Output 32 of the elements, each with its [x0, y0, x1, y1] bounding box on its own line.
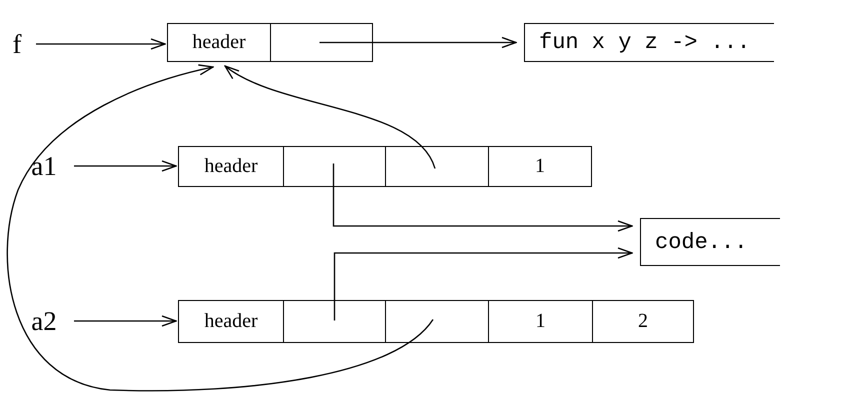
- cell-text: header: [204, 155, 258, 178]
- memory-cell: [488, 300, 593, 343]
- pointer-arrow: [6, 64, 434, 392]
- memory-cell: [385, 300, 489, 343]
- memory-cell: [488, 146, 592, 187]
- cell-text: 1: [535, 155, 545, 178]
- cell-text: header: [204, 310, 258, 333]
- memory-cell: [178, 146, 284, 187]
- memory-cell: [283, 146, 386, 187]
- pointer-arrow: [74, 160, 177, 172]
- variable-label: f: [12, 28, 22, 60]
- pointer-arrow: [332, 164, 633, 232]
- memory-cell: [283, 300, 386, 343]
- cell-text: fun x y z -> ...: [539, 30, 750, 55]
- cell-text: code...: [655, 230, 748, 254]
- pointer-arrow: [320, 36, 517, 48]
- cell-text: header: [192, 31, 246, 54]
- cell-text: 2: [638, 310, 648, 333]
- memory-cell: [178, 300, 284, 343]
- memory-cell: [385, 146, 489, 187]
- pointer-arrow: [36, 38, 166, 50]
- code-box: [524, 23, 774, 62]
- memory-cell: [592, 300, 694, 343]
- memory-cell: [167, 23, 271, 62]
- pointer-arrow: [334, 247, 633, 320]
- variable-label: a2: [31, 306, 57, 336]
- memory-cell: [270, 23, 373, 62]
- cell-text: 1: [536, 310, 546, 333]
- pointer-arrow: [224, 65, 436, 169]
- code-box: [640, 218, 780, 266]
- variable-label: a1: [31, 150, 57, 182]
- pointer-arrow: [74, 315, 177, 327]
